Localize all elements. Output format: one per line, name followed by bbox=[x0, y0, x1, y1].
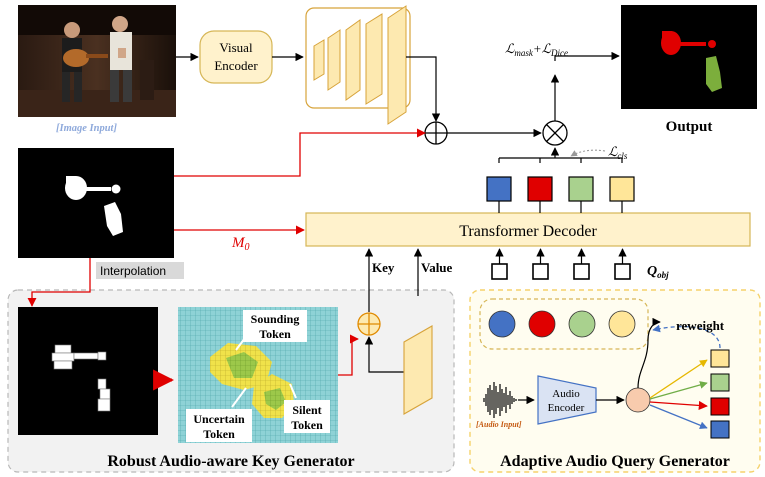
add-operator-2 bbox=[357, 312, 381, 336]
feature-map-1 bbox=[313, 39, 325, 81]
query-square-yellow bbox=[609, 176, 635, 202]
weight-bar-blue bbox=[710, 420, 730, 439]
query-square-blue bbox=[486, 176, 512, 202]
arrow-audio-feature-to-add bbox=[364, 336, 408, 373]
add-operator-1 bbox=[424, 121, 448, 145]
silent-token-box bbox=[284, 400, 330, 433]
value-label: Value bbox=[421, 260, 453, 275]
initial-mask-image bbox=[18, 148, 174, 258]
query-circle-yellow bbox=[608, 310, 636, 338]
feature-map-4 bbox=[365, 13, 383, 105]
loss-mask-dice: ℒmask+ℒDice bbox=[505, 41, 568, 58]
interpolated-mask-image bbox=[18, 307, 158, 435]
arrow-mesh-to-add bbox=[338, 334, 359, 376]
arrow-mask-to-add bbox=[174, 128, 426, 177]
audio-feature-map bbox=[403, 325, 433, 415]
query-circle-blue bbox=[488, 310, 516, 338]
interpolation-label: Interpolation bbox=[100, 264, 166, 278]
feature-map-3 bbox=[345, 19, 361, 101]
silent-token-pointer bbox=[289, 383, 297, 399]
audio-waveform bbox=[483, 382, 517, 418]
audio-encoder-line1: Audio bbox=[552, 388, 580, 400]
visual-encoder-box bbox=[199, 30, 273, 84]
silent-token-line1: Silent bbox=[292, 403, 321, 417]
interpolation-tag bbox=[96, 262, 184, 279]
image-input-photo bbox=[18, 5, 176, 117]
transformer-decoder-box bbox=[305, 212, 751, 247]
feature-pyramid-frame bbox=[305, 7, 411, 109]
sounding-token-box bbox=[243, 310, 307, 342]
decoder-output-queries bbox=[498, 157, 623, 213]
uncertain-token-box bbox=[186, 409, 252, 442]
object-queries bbox=[491, 248, 631, 280]
query-square-green bbox=[568, 176, 594, 202]
output-mask-image bbox=[621, 5, 757, 109]
silent-token-line2: Token bbox=[291, 418, 323, 432]
visual-encoder-line1: Visual bbox=[219, 40, 253, 55]
query-circles-frame bbox=[479, 298, 649, 350]
audio-encoder-box bbox=[537, 375, 597, 425]
arrow-node-to-yellow bbox=[649, 359, 708, 399]
adaptive-panel-title: Adaptive Audio Query Generator bbox=[500, 453, 730, 470]
m0-label: M0 bbox=[231, 235, 250, 253]
arrow-interpolation bbox=[27, 258, 91, 307]
visual-encoder-line2: Encoder bbox=[214, 58, 258, 73]
query-square-red bbox=[527, 176, 553, 202]
sounding-token-line1: Sounding bbox=[251, 312, 300, 326]
query-circle-green bbox=[568, 310, 596, 338]
audio-encoder-line2: Encoder bbox=[548, 402, 585, 414]
arrow-node-to-green bbox=[649, 381, 708, 400]
weight-bar-red bbox=[710, 397, 730, 416]
feature-map-2 bbox=[327, 29, 341, 91]
robust-panel-title: Robust Audio-aware Key Generator bbox=[107, 453, 354, 470]
audio-input-caption: [Audio Input] bbox=[476, 420, 522, 429]
arrow-node-to-red bbox=[649, 400, 708, 410]
feature-map-5 bbox=[387, 5, 407, 125]
arrow-cls-loss bbox=[570, 149, 606, 157]
uncertain-token-line2: Token bbox=[203, 427, 235, 441]
sounding-token-pointer bbox=[235, 333, 249, 351]
output-title: Output bbox=[666, 119, 713, 135]
q-obj-label: Qobj bbox=[647, 264, 669, 280]
image-input-caption: [Image Input] bbox=[56, 123, 117, 134]
audio-node bbox=[625, 387, 651, 413]
arrow-to-output bbox=[554, 51, 620, 61]
reweight-label: reweight bbox=[676, 318, 725, 333]
transformer-decoder-label: Transformer Decoder bbox=[459, 223, 597, 240]
multiply-operator bbox=[542, 120, 568, 146]
arrow-node-to-queries bbox=[637, 317, 661, 389]
reweight-arrow bbox=[652, 324, 721, 349]
uncertain-token-line1: Uncertain bbox=[193, 412, 245, 426]
sounding-token-line2: Token bbox=[259, 327, 291, 341]
arrow-node-to-blue bbox=[649, 404, 708, 429]
uncertain-token-pointer bbox=[231, 387, 247, 408]
weight-bar-green bbox=[710, 373, 730, 392]
query-circle-red bbox=[528, 310, 556, 338]
arrow-features-to-add bbox=[406, 56, 441, 122]
loss-cls: ℒcls bbox=[608, 144, 628, 161]
weight-bar-yellow bbox=[710, 349, 730, 368]
key-label: Key bbox=[372, 260, 395, 275]
